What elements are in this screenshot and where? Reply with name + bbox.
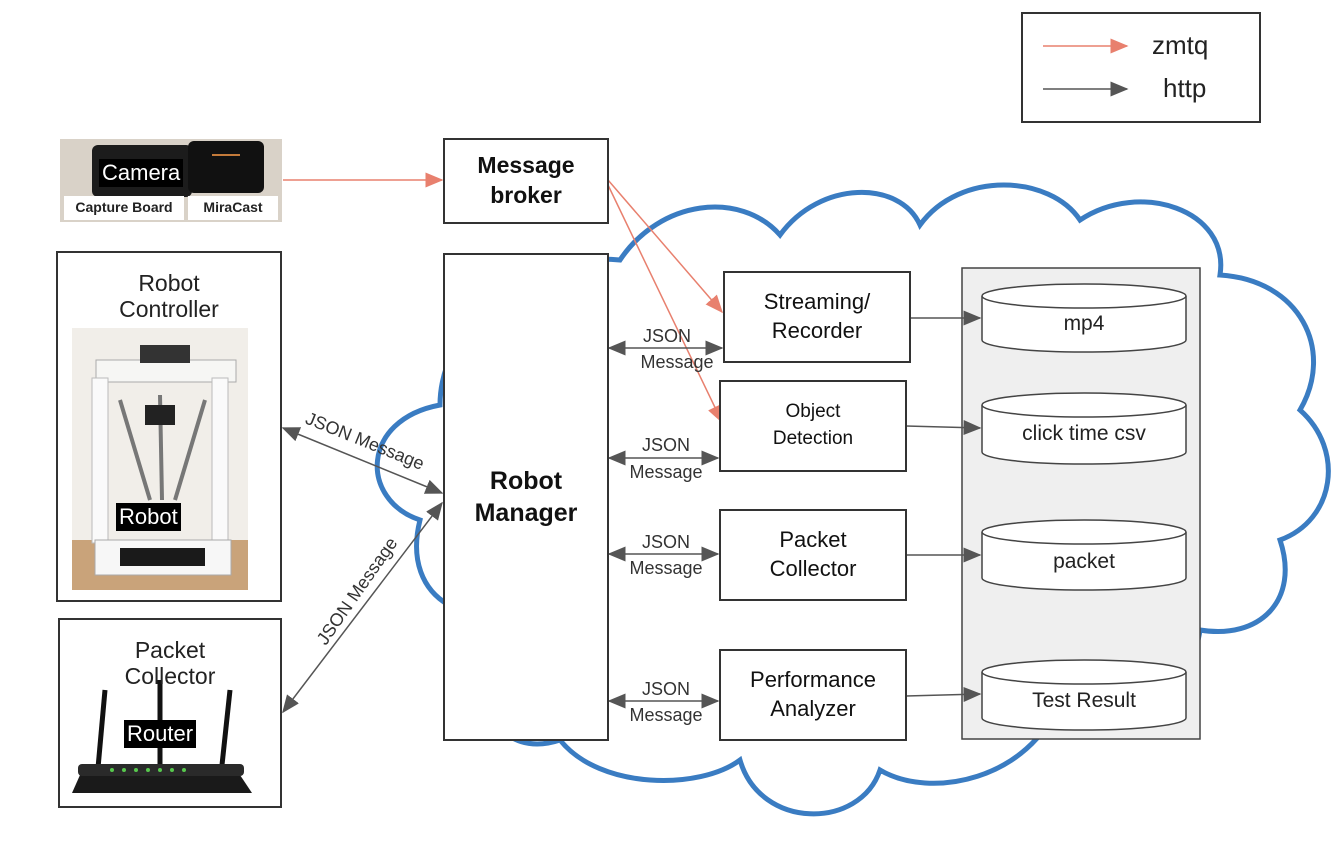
- streaming-recorder-box[interactable]: Streaming/ Recorder: [723, 271, 911, 363]
- storage-label-click-time-csv: click time csv: [1022, 422, 1146, 445]
- robot-photo: [72, 328, 248, 590]
- performance-analyzer-box[interactable]: Performance Analyzer: [719, 649, 907, 741]
- packet-collector-box[interactable]: Packet Collector: [719, 509, 907, 601]
- zmtq-broker-to-streaming: [607, 179, 723, 314]
- json-label-detection: JSON: [641, 435, 690, 455]
- cylinder-mp4: [981, 283, 1187, 353]
- http-detection-to-csv: [905, 420, 982, 436]
- cylinder-test-result: [981, 659, 1187, 731]
- robot-manager-box[interactable]: Robot Manager: [443, 253, 609, 741]
- json-label-streaming: JSON: [642, 326, 691, 346]
- packet-collector-device-frame: [58, 618, 282, 808]
- router-photo: [72, 680, 252, 793]
- miracast-label: MiraCast: [203, 199, 263, 215]
- cylinder-click-time-csv: [981, 392, 1187, 465]
- message-label-packet: Message: [629, 558, 703, 578]
- camera-tag: Camera: [99, 159, 184, 187]
- legend-label-http: http: [1163, 73, 1207, 103]
- storage-label-test-result: Test Result: [1032, 689, 1136, 712]
- json-label-packet: JSON: [641, 532, 690, 552]
- legend-label-zmtq: zmtq: [1152, 30, 1209, 60]
- storage-label-packet: packet: [1053, 550, 1115, 573]
- capture-board-label: Capture Board: [75, 199, 173, 215]
- performance-analyzer-label: Performance Analyzer: [750, 667, 876, 721]
- robot-controller-frame: [56, 251, 282, 602]
- http-performance-to-result: [905, 686, 982, 702]
- message-label-performance: Message: [629, 705, 703, 725]
- cylinder-packet: [981, 519, 1187, 591]
- message-label-detection: Message: [629, 462, 703, 482]
- robot-tag: Robot: [116, 503, 181, 531]
- packet-collector-device-title: Packet Collector: [124, 637, 216, 690]
- message-broker-box[interactable]: Message broker: [443, 138, 609, 224]
- packet-collector-label: Packet Collector: [769, 527, 857, 581]
- json-label-performance: JSON: [641, 679, 690, 699]
- object-detection-box[interactable]: Object Detection: [719, 380, 907, 472]
- router-tag: Router: [124, 720, 197, 748]
- message-broker-label: Message broker: [477, 152, 575, 208]
- http-controller-manager: [281, 427, 444, 494]
- http-router-manager: [282, 501, 443, 714]
- message-label-streaming: Message: [640, 352, 714, 372]
- zmtq-broker-to-detection: [607, 184, 723, 424]
- storage-label-mp4: mp4: [1063, 312, 1105, 335]
- robot-controller-title: Robot Controller: [119, 270, 219, 323]
- robot-manager-label: Robot Manager: [474, 466, 578, 528]
- object-detection-label: Object Detection: [772, 401, 854, 449]
- streaming-recorder-label: Streaming/ Recorder: [763, 289, 871, 343]
- legend-box: [1021, 12, 1261, 123]
